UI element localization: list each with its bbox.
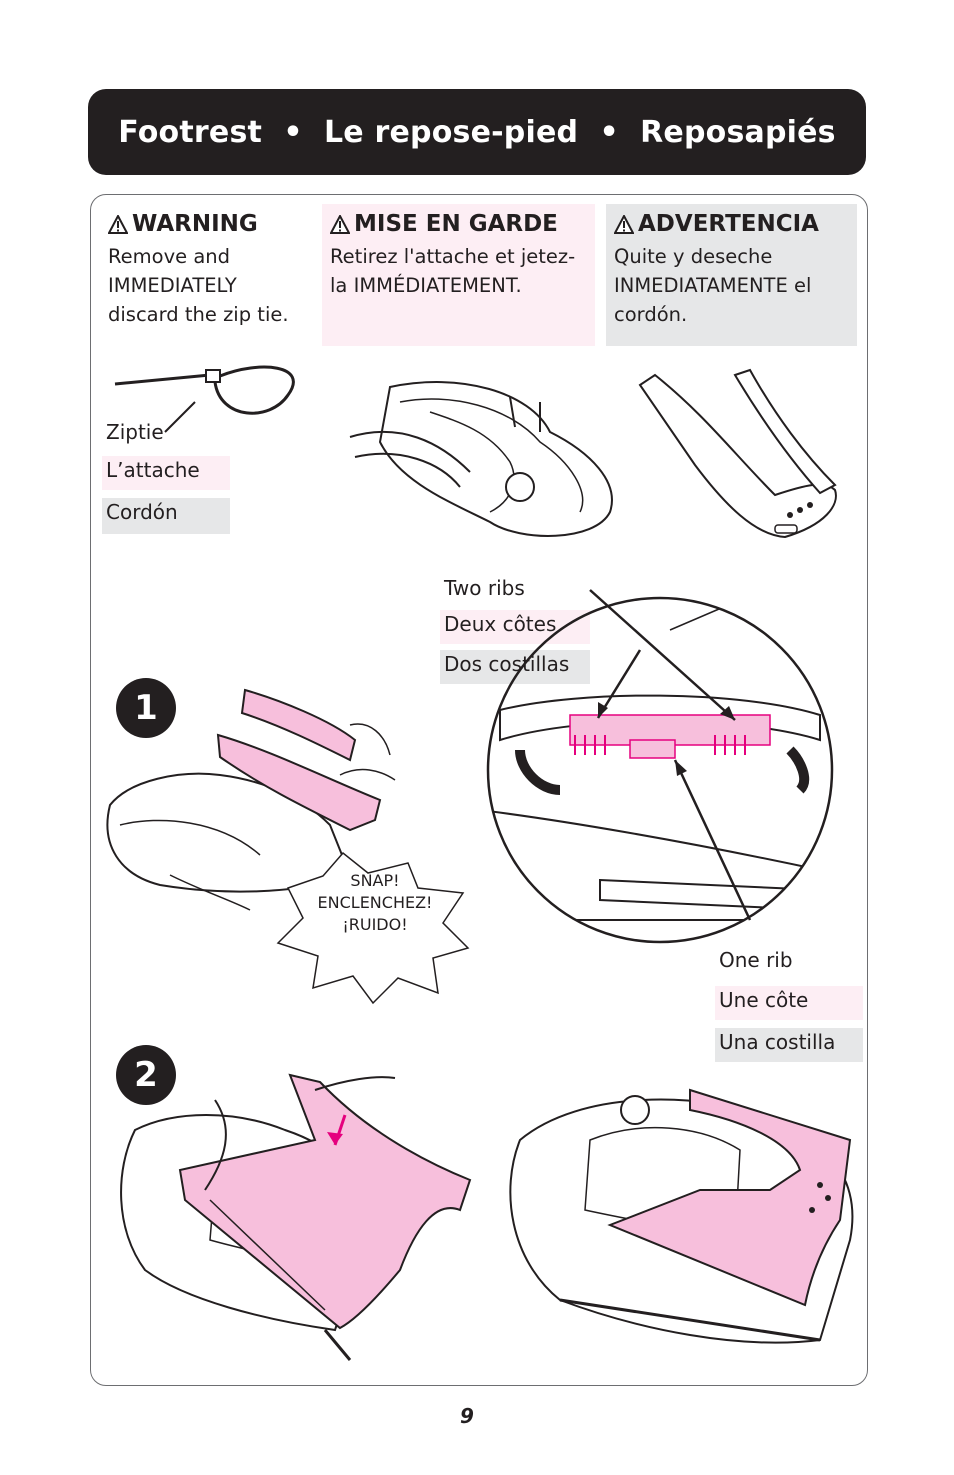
- warning-box-english: WARNING Remove and IMMEDIATELY discard t…: [100, 204, 312, 346]
- warning-text: Remove and IMMEDIATELY discard the zip t…: [108, 245, 289, 326]
- step2-left-illustration: [120, 1073, 472, 1361]
- ziptie-label-english: Ziptie: [106, 420, 164, 444]
- snap-text: SNAP! ENCLENCHEZ! ¡RUIDO!: [300, 870, 450, 936]
- step-number-2: 2: [116, 1045, 176, 1105]
- snap-text-spanish: ¡RUIDO!: [342, 915, 408, 934]
- page-title: Footrest • Le repose-pied • Reposapiés: [118, 114, 836, 150]
- step-number-1: 1: [116, 678, 176, 738]
- warning-box-french: MISE EN GARDE Retirez l'attache et jetez…: [322, 204, 595, 346]
- page-number: 9: [460, 1404, 474, 1428]
- warning-box-spanish: ADVERTENCIA Quite y deseche INMEDIATAMEN…: [606, 204, 857, 346]
- rib-detail-illustration: [486, 589, 834, 944]
- snap-burst-shape: [276, 851, 470, 1005]
- one-rib-label-spanish: Una costilla: [715, 1028, 863, 1062]
- warning-triangle-icon: [108, 214, 128, 234]
- warning-heading: MISE EN GARDE: [330, 210, 587, 238]
- snap-text-english: SNAP!: [350, 871, 400, 890]
- two-ribs-label-english: Two ribs: [444, 576, 525, 600]
- one-rib-label-english: One rib: [719, 948, 793, 972]
- warning-heading: ADVERTENCIA: [614, 210, 849, 238]
- step2-right-illustration: [509, 1088, 854, 1344]
- ziptie-label-spanish: Cordón: [102, 498, 230, 534]
- warning-heading: WARNING: [108, 210, 304, 238]
- ziptie-illustration: [114, 365, 295, 433]
- step1-illustration: [106, 688, 396, 911]
- one-rib-label-french: Une côte: [715, 986, 863, 1020]
- footrest-part-illustration: [638, 368, 837, 539]
- content-frame: [90, 194, 868, 1386]
- page-title-bar: Footrest • Le repose-pied • Reposapiés: [88, 89, 866, 175]
- ziptie-label-french: L’attache: [102, 456, 230, 490]
- warning-triangle-icon: [614, 214, 634, 234]
- warning-text: Retirez l'attache et jetez-la IMMÉDIATEM…: [330, 245, 576, 297]
- warning-triangle-icon: [330, 214, 350, 234]
- snap-text-french: ENCLENCHEZ!: [317, 893, 433, 912]
- stroller-illustration: [349, 381, 613, 537]
- warning-text: Quite y deseche INMEDIATAMENTE el cordón…: [614, 245, 812, 326]
